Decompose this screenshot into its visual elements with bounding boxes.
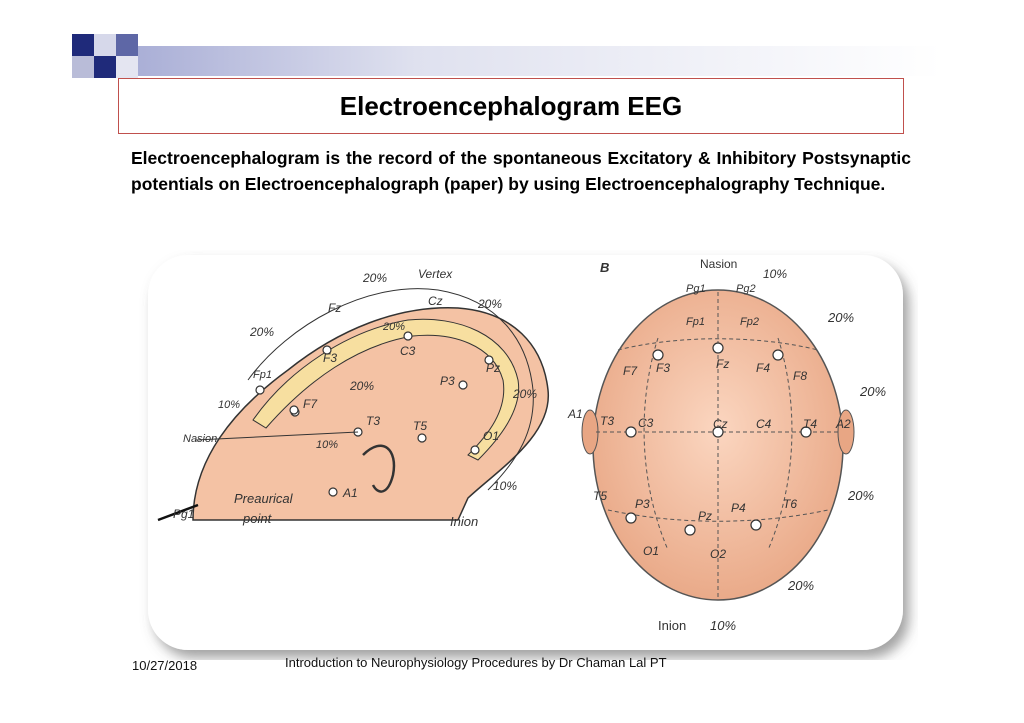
svg-text:F3: F3 xyxy=(323,351,337,365)
svg-text:20%: 20% xyxy=(382,321,405,333)
svg-text:Pg2: Pg2 xyxy=(736,283,756,295)
side-brain-band xyxy=(252,318,520,461)
svg-text:20%: 20% xyxy=(827,310,854,325)
svg-text:T3: T3 xyxy=(600,414,614,428)
svg-text:20%: 20% xyxy=(787,578,814,593)
svg-text:T5: T5 xyxy=(413,419,427,433)
svg-text:Vertex: Vertex xyxy=(418,267,453,281)
svg-text:20%: 20% xyxy=(249,325,274,339)
slide-title: Electroencephalogram EEG xyxy=(339,91,683,121)
svg-text:20%: 20% xyxy=(859,384,886,399)
svg-text:Nasion: Nasion xyxy=(183,433,217,445)
slide-body-text: Electroencephalogram is the record of th… xyxy=(131,148,911,194)
side-head-shape xyxy=(192,307,549,521)
footer-date: 10/27/2018 xyxy=(132,658,198,673)
svg-text:Inion: Inion xyxy=(658,618,686,633)
top-view: B Nasion 10% 20% 20 xyxy=(567,257,886,633)
svg-text:10%: 10% xyxy=(316,439,338,451)
svg-text:C3: C3 xyxy=(638,416,654,430)
footer-credit: Introduction to Neurophysiology Procedur… xyxy=(285,655,667,670)
header-decoration xyxy=(72,34,942,78)
svg-text:Fp1: Fp1 xyxy=(686,316,705,328)
svg-text:A1: A1 xyxy=(342,486,358,500)
svg-text:F7: F7 xyxy=(303,397,318,411)
svg-text:A2: A2 xyxy=(835,417,851,431)
svg-text:O1: O1 xyxy=(643,544,659,558)
svg-text:Fp2: Fp2 xyxy=(740,316,759,328)
side-ear xyxy=(362,444,396,493)
svg-text:Inion: Inion xyxy=(450,514,478,529)
svg-text:T4: T4 xyxy=(803,417,817,431)
svg-text:P3: P3 xyxy=(440,374,455,388)
svg-text:Pz: Pz xyxy=(486,361,500,375)
panel-label: B xyxy=(600,260,609,275)
svg-text:P3: P3 xyxy=(635,497,650,511)
svg-text:20%: 20% xyxy=(512,387,537,401)
svg-text:Cz: Cz xyxy=(713,417,728,431)
svg-text:10%: 10% xyxy=(218,399,240,411)
svg-text:Pg1: Pg1 xyxy=(173,507,194,521)
svg-text:O1: O1 xyxy=(483,429,499,443)
svg-text:Nasion: Nasion xyxy=(700,257,737,271)
svg-text:10%: 10% xyxy=(493,479,517,493)
svg-text:Fz: Fz xyxy=(716,357,729,371)
svg-text:F8: F8 xyxy=(793,369,807,383)
svg-text:Fz: Fz xyxy=(328,301,341,315)
svg-text:T3: T3 xyxy=(366,414,380,428)
svg-text:20%: 20% xyxy=(349,379,374,393)
svg-text:Pg1: Pg1 xyxy=(686,283,706,295)
svg-text:C3: C3 xyxy=(400,344,416,358)
svg-text:10%: 10% xyxy=(763,267,787,281)
svg-text:Fp1: Fp1 xyxy=(253,369,272,381)
svg-text:Cz: Cz xyxy=(428,294,443,308)
svg-text:P4: P4 xyxy=(731,501,746,515)
svg-text:C4: C4 xyxy=(756,417,772,431)
svg-text:20%: 20% xyxy=(477,297,502,311)
title-box: Electroencephalogram EEG xyxy=(118,78,904,134)
svg-text:A1: A1 xyxy=(567,407,583,421)
svg-text:F4: F4 xyxy=(756,361,770,375)
svg-text:20%: 20% xyxy=(362,271,387,285)
svg-text:F7: F7 xyxy=(623,364,638,378)
eeg-10-20-figure: 20% Vertex 20% 20% 20% 20% 20% 10% Nasio… xyxy=(148,255,903,650)
svg-text:Pz: Pz xyxy=(698,509,712,523)
svg-text:T6: T6 xyxy=(783,497,797,511)
svg-text:point: point xyxy=(242,511,273,526)
svg-text:20%: 20% xyxy=(847,488,874,503)
svg-text:O2: O2 xyxy=(710,547,726,561)
svg-text:10%: 10% xyxy=(710,618,736,633)
svg-text:Preaurical: Preaurical xyxy=(234,491,294,506)
side-view: 20% Vertex 20% 20% 20% 20% 20% 10% Nasio… xyxy=(157,267,549,529)
svg-text:F3: F3 xyxy=(656,361,670,375)
svg-text:T5: T5 xyxy=(593,489,607,503)
